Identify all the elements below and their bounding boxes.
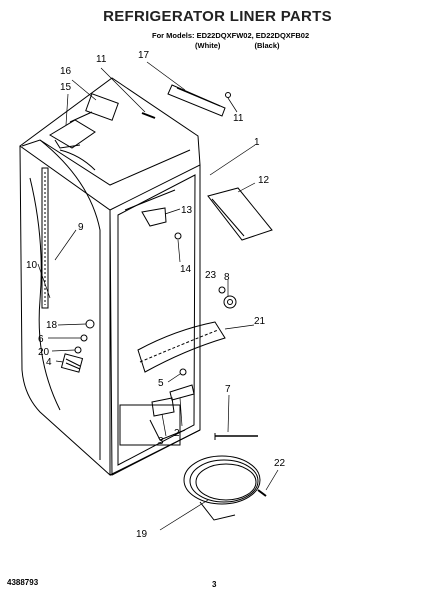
cover-21 (137, 321, 226, 373)
callout-20: 20 (38, 347, 50, 358)
parts-2-3-5 (151, 368, 195, 417)
callout-2: 2 (174, 428, 180, 439)
callout-3: 3 (158, 436, 164, 447)
grille-strip (41, 167, 49, 309)
callout-15: 15 (60, 82, 72, 93)
callout-9: 9 (78, 222, 84, 233)
screws-11 (141, 92, 231, 119)
tubing-coil-19 (183, 455, 261, 521)
callout-22: 22 (274, 458, 286, 469)
callout-6: 6 (38, 334, 44, 345)
bracket-assembly-15-16 (49, 93, 119, 149)
fastener-8-23 (218, 286, 237, 309)
callout-11-top-left: 11 (96, 54, 107, 65)
callout-7: 7 (225, 384, 231, 395)
callout-14: 14 (180, 264, 192, 275)
callout-17: 17 (138, 50, 150, 61)
screw-22 (257, 489, 267, 497)
callout-13: 13 (181, 205, 193, 216)
tube-7 (214, 433, 258, 440)
model-list: For Models: ED22DQXFW02, ED22DQXFB02 (152, 31, 432, 40)
callout-5: 5 (158, 378, 164, 389)
callout-1: 1 (254, 137, 260, 148)
callout-8: 8 (224, 272, 230, 283)
callout-21: 21 (254, 316, 266, 327)
color-list: (White) (Black) (195, 41, 395, 50)
callout-18: 18 (46, 320, 58, 331)
liner-body (19, 77, 201, 477)
callout-12: 12 (258, 175, 270, 186)
model-white: ED22DQXFW02, (196, 31, 254, 40)
models-label: For Models: (152, 31, 195, 40)
callout-19: 19 (136, 529, 148, 540)
callout-11-right: 11 (233, 113, 244, 124)
rail-17 (167, 84, 226, 117)
color-white: (White) (195, 41, 221, 50)
model-black: ED22DQXFB02 (255, 31, 310, 40)
color-black: (Black) (254, 41, 280, 50)
callout-16: 16 (60, 66, 72, 77)
page-title: REFRIGERATOR LINER PARTS (103, 8, 332, 25)
callout-4: 4 (46, 357, 52, 368)
page-number: 3 (212, 580, 217, 589)
callout-labels: 16 11 17 15 11 1 12 9 13 14 10 23 8 18 2… (26, 50, 286, 540)
document-number: 4388793 (7, 578, 39, 587)
leader-lines (37, 61, 279, 531)
callout-10: 10 (26, 260, 38, 271)
deflector-12 (207, 187, 273, 241)
bracket-13-14 (141, 207, 182, 240)
controls-4-6-18-20 (60, 319, 95, 373)
callout-23: 23 (205, 270, 217, 281)
